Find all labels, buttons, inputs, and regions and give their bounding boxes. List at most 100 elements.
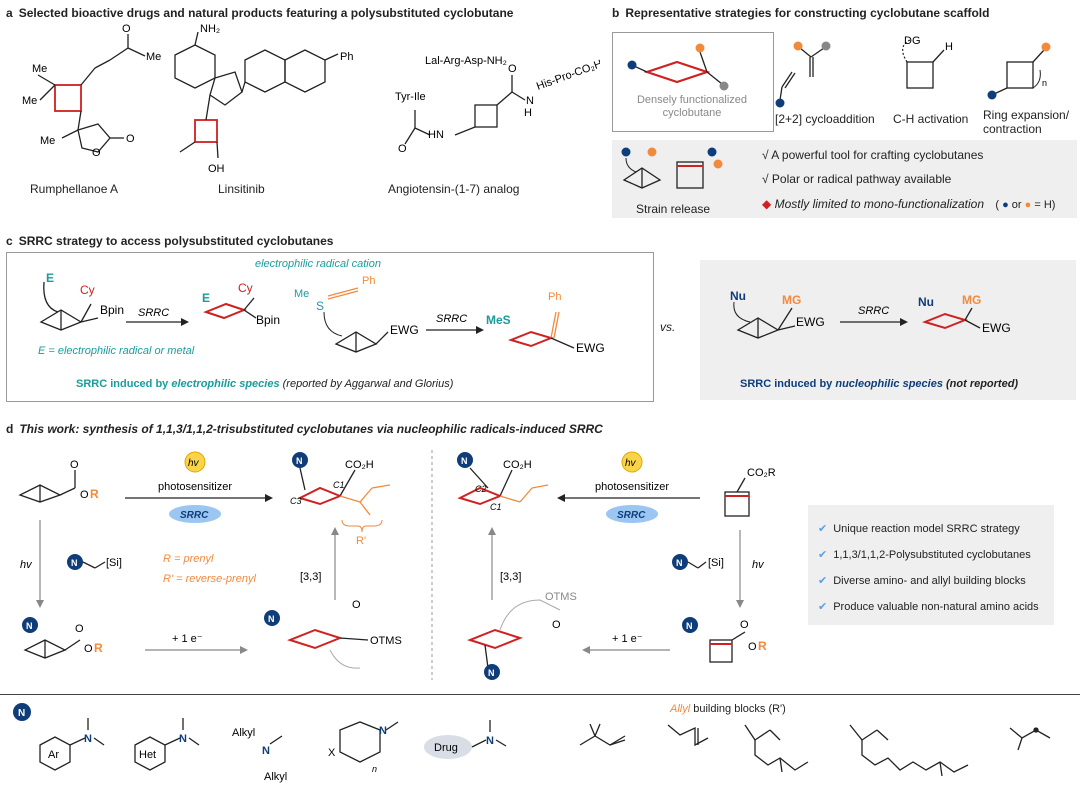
bb-n-drug: N [486,735,494,747]
d-co2r: CO₂R [747,467,776,479]
feature-item: ✔Diverse amino- and allyl building block… [818,575,1026,587]
bb-alkyl-2: Alkyl [264,771,287,783]
cycloaddition-icon [775,41,831,108]
features-list: ✔Unique reaction model SRRC strategy ✔1,… [818,516,1039,620]
d-c3: C3 [290,496,302,506]
strain-point-1: √ A powerful tool for crafting cyclobuta… [762,148,984,162]
linsitinib-structure [174,31,339,159]
panel-d-letter: d [6,422,14,436]
c-radcat-ph: Ph [362,275,375,287]
c-cy-2: Cy [238,281,253,295]
panel-a-letter: a [6,6,13,20]
allyl-fragments [579,723,1051,777]
ch-h-label: H [945,41,953,53]
d-n-8: N [488,668,495,678]
rumph-me2: Me [22,95,37,107]
c-mg-1: MG [782,293,801,307]
d-o-7: O [748,641,757,653]
d-srrc-2: SRRC [617,510,646,521]
check-icon: ✔ [818,549,828,561]
d-hv-1: hv [188,458,200,469]
features-box [808,505,1054,625]
panel-b-letter: b [612,6,620,20]
rumph-o1: O [122,23,131,35]
d-o-5: O [352,599,361,611]
bb-n-alkyl: N [262,745,270,757]
c-nu-2: Nu [918,295,934,309]
bb-n-het: N [179,733,187,745]
check-icon: ✔ [818,601,828,613]
c-radcat-s: S [316,299,324,313]
panel-d-scheme: O O R hv photosensitizer SRRC N CO₂H C3 … [18,450,776,680]
c-mg-2: MG [962,293,981,307]
strain-point-2: √ Polar or radical pathway available [762,172,952,186]
d-rp-def: R' = reverse-prenyl [163,573,256,585]
d-photosens-1: photosensitizer [158,481,232,493]
compound-label-rumphellanoe: Rumphellanoe A [30,182,119,196]
building-blocks: N N Ar N Het Alkyl N Alkyl N X n Drug N [13,703,1051,783]
d-n-5: N [461,456,468,466]
c-elec-cap-2: electrophilic species [171,378,280,390]
d-plus-e-1: + 1 e⁻ [172,633,203,645]
panel-d-title: This work: synthesis of 1,1,3/1,1,2-tris… [19,422,603,436]
c-srrc-3: SRRC [858,305,889,317]
c-ewg-3: EWG [796,315,825,329]
d-plus-e-2: + 1 e⁻ [612,633,643,645]
d-o-8: O [552,619,561,631]
c-ewg-1: EWG [390,323,419,337]
angiotensin-structure [404,75,526,145]
panel-c-title: SRRC strategy to access polysubstituted … [18,234,334,248]
bb-x: X [328,747,336,759]
c-e-1: E [46,271,54,285]
d-r-3: R [758,639,767,653]
c-radcat-me: Me [294,288,309,300]
c-nuc-cap-2: nucleophilic species [835,378,943,390]
strain-release-label: Strain release [636,202,711,216]
c-srrc-1: SRRC [138,307,169,319]
d-n-7: N [686,621,693,631]
rumph-me4: Me [146,51,161,63]
strain-limit-note: ◆ Mostly limited to mono-functionalizati… [762,197,1055,211]
d-rprime-1: R' [356,535,366,547]
bb-n-badge: N [18,708,25,719]
bottom-divider [0,694,1080,695]
panel-b-title: Representative strategies for constructi… [625,6,990,20]
c-vs: vs. [660,320,676,334]
d-n-3: N [26,621,33,631]
ch-activation-icon [902,39,945,89]
d-n-4: N [268,614,275,624]
dg-label: DG [904,35,921,47]
d-33-1: [3,3] [300,571,321,583]
compound-label-angiotensin: Angiotensin-(1-7) analog [388,182,520,196]
d-otms-2: OTMS [545,591,577,603]
c-nu-1: Nu [730,289,746,303]
d-n-2: N [71,558,78,568]
d-r-1: R [90,487,99,501]
strategy-ring-expansion: Ring expansion/ contraction [983,108,1070,136]
dense-cyclobutane-icon [627,43,729,91]
nucleophilic-box [700,260,1076,400]
d-n-6: N [676,558,683,568]
feature-item: ✔Unique reaction model SRRC strategy [818,523,1020,535]
rumph-me3: Me [40,135,55,147]
angio-h: H [524,107,532,119]
d-o-4: O [84,643,93,655]
d-co2h-2: CO₂H [503,459,532,471]
d-si-2: [Si] [708,557,724,569]
c-ewg-2: EWG [576,341,605,355]
angio-o2: O [508,63,517,75]
bb-n-sub: n [372,764,377,774]
panel-b-strategies: DG H n [627,35,1051,108]
panel-d-header: d This work: synthesis of 1,1,3/1,1,2-tri… [6,422,603,436]
angio-lal: Lal-Arg-Asp-NH₂ [425,55,507,67]
strain-release-icons [621,147,723,189]
bb-het: Het [139,749,156,761]
dense-cyclobutane-label: Densely functionalized cyclobutane [636,94,748,119]
limit-legend: ( ● or ● = H) [995,199,1056,211]
electrophilic-scheme: E Cy Bpin SRRC E Cy Bpin Me S Ph EWG SRR… [39,271,605,355]
c-bpin-2: Bpin [256,313,280,327]
angio-o1: O [398,143,407,155]
angio-hn: HN [428,129,444,141]
bb-ar: Ar [48,749,59,761]
allyl-title: Allyl building blocks (R') [670,703,786,715]
